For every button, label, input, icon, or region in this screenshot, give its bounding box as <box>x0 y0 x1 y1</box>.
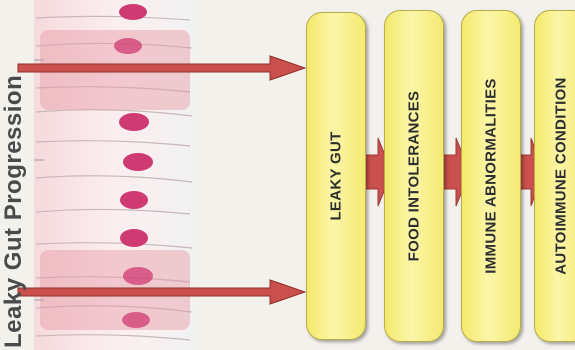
step-autoimmune-condition: AUTOIMMUNE CONDITION <box>534 10 575 342</box>
step-immune-abnormalities: IMMUNE ABNORMALITIES <box>461 10 521 342</box>
diagram-title: Leaky Gut Progression <box>0 0 32 350</box>
title-text: Leaky Gut Progression <box>0 75 28 348</box>
step-food-intolerances: FOOD INTOLERANCES <box>384 10 444 342</box>
step-label: IMMUNE ABNORMALITIES <box>483 78 500 273</box>
step-leaky-gut: LEAKY GUT <box>306 12 366 340</box>
step-label: LEAKY GUT <box>328 131 345 220</box>
step-label: FOOD INTOLERANCES <box>406 91 423 262</box>
step-label: AUTOIMMUNE CONDITION <box>553 77 570 274</box>
